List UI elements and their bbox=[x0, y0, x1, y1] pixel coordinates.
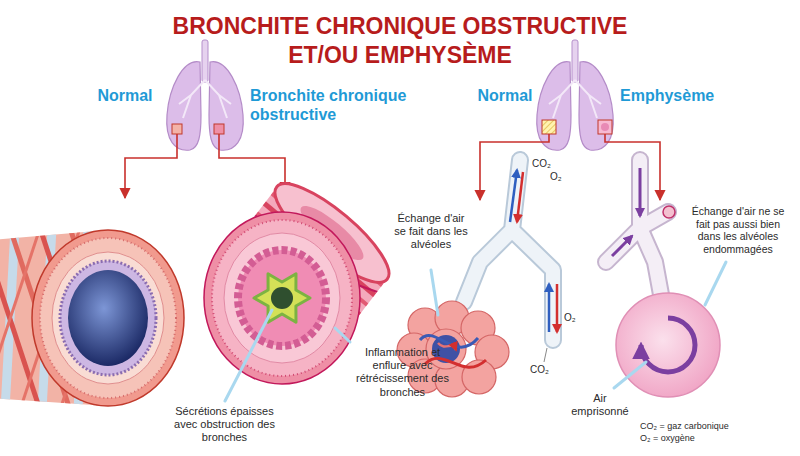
panel-heading: Normal bbox=[465, 86, 545, 105]
normal-alveoli-part bbox=[438, 343, 456, 350]
zoom-square-part bbox=[601, 123, 609, 131]
normal-alveoli-part bbox=[544, 348, 547, 362]
callout-note: Sécrétions épaisses avec obstruction des… bbox=[172, 405, 277, 445]
panel-heading: Normal bbox=[85, 86, 165, 105]
zoom-square-part bbox=[542, 120, 556, 134]
lungs-figure-part bbox=[167, 62, 201, 151]
normal-alveoli-part bbox=[510, 170, 517, 222]
emphysema-sac-part bbox=[606, 160, 668, 300]
panel-heading-slot: Normal bbox=[465, 86, 545, 105]
panel-heading-slot: Emphysème bbox=[620, 86, 740, 105]
emphysema-sac bbox=[606, 160, 720, 397]
emphysema-sac-part bbox=[663, 206, 675, 218]
normal-bronchus-part bbox=[32, 230, 184, 406]
gas-label-slot: CO₂ bbox=[530, 364, 560, 376]
obstructed-bronchus-part bbox=[238, 250, 326, 346]
zoom-square-part bbox=[172, 124, 182, 134]
gas-label: CO₂ bbox=[530, 364, 560, 376]
legend-note-slot: CO₂ = gaz carbonique bbox=[640, 421, 790, 432]
callout-note-slot: Échange d'air ne se fait pas aussi bien … bbox=[684, 205, 792, 255]
panel-heading-slot: Bronchite chronique obstructive bbox=[250, 86, 425, 124]
normal-alveoli-part bbox=[556, 284, 559, 332]
obstructed-bronchus-part bbox=[271, 287, 293, 309]
lungs-figure-part bbox=[572, 40, 578, 82]
title-block: BRONCHITE CHRONIQUE OBSTRUCTIVE ET/OU EM… bbox=[150, 12, 650, 71]
callout-leader-part bbox=[614, 362, 646, 388]
panel-heading: Emphysème bbox=[620, 86, 740, 105]
emphysema-sac-part bbox=[639, 168, 642, 216]
gas-label: O₂ bbox=[564, 312, 590, 324]
normal-bronchus-part bbox=[68, 270, 148, 366]
lungs-figure-part bbox=[202, 40, 208, 82]
zoom-leader-part bbox=[125, 134, 177, 198]
lungs-figure-part bbox=[209, 62, 243, 151]
lungs-figure-part bbox=[549, 80, 601, 118]
normal-bronchus-part bbox=[52, 252, 164, 384]
obstructed-bronchus-part bbox=[224, 233, 340, 363]
diagram-title: BRONCHITE CHRONIQUE OBSTRUCTIVE ET/OU EM… bbox=[150, 12, 650, 71]
legend-note: CO₂ = gaz carbonique bbox=[640, 421, 790, 432]
callout-note: Air emprisonné bbox=[566, 392, 634, 418]
obstructed-bronchus-part bbox=[204, 212, 360, 384]
callout-note: Échange d'air ne se fait pas aussi bien … bbox=[684, 205, 792, 255]
callout-note-slot: Échange d'air se fait dans les alvéoles bbox=[392, 212, 470, 252]
normal-bronchus-part bbox=[40, 238, 176, 398]
obstructed-bronchus-part bbox=[212, 220, 352, 376]
callout-leader bbox=[225, 262, 726, 401]
emphysema-sac-part bbox=[612, 236, 632, 256]
emphysema-sac-part bbox=[641, 318, 695, 372]
callout-leader-part bbox=[335, 328, 350, 342]
zoom-leader bbox=[125, 134, 285, 198]
lungs-figure-part bbox=[179, 80, 231, 118]
normal-alveoli-part bbox=[517, 172, 523, 222]
gas-label-slot: CO₂ bbox=[532, 158, 562, 170]
lungs-figure-part bbox=[537, 62, 571, 151]
emphysema-sac-part bbox=[606, 160, 668, 300]
callout-note: Échange d'air se fait dans les alvéoles bbox=[392, 212, 470, 252]
callout-note-slot: Air emprisonné bbox=[566, 392, 634, 418]
lungs-figure bbox=[167, 40, 244, 150]
normal-bronchus-part bbox=[60, 261, 156, 375]
zoom-square-part bbox=[214, 124, 224, 134]
normal-bronchus bbox=[0, 228, 184, 410]
callout-leader-part bbox=[431, 270, 438, 315]
emphysema-sac-part bbox=[616, 293, 720, 397]
callout-leader-part bbox=[705, 262, 726, 305]
normal-alveoli-part bbox=[425, 358, 486, 367]
normal-alveoli-part bbox=[548, 284, 551, 332]
callout-note-slot: Sécrétions épaisses avec obstruction des… bbox=[172, 405, 277, 445]
callout-note: Inflammation et enflure avec rétrécissem… bbox=[355, 346, 450, 399]
lungs-figure bbox=[537, 40, 614, 150]
zoom-leader-part bbox=[219, 134, 285, 192]
obstructed-bronchus-part bbox=[254, 274, 310, 322]
panel-heading: Bronchite chronique obstructive bbox=[250, 86, 425, 124]
legend-note-slot: O₂ = oxygène bbox=[640, 433, 790, 444]
zoom-square bbox=[172, 124, 224, 134]
legend-note: O₂ = oxygène bbox=[640, 433, 790, 444]
gas-label: CO₂ bbox=[532, 158, 562, 170]
zoom-square-part bbox=[598, 120, 612, 134]
lungs-figure-part bbox=[579, 62, 613, 151]
gas-label-slot: O₂ bbox=[550, 171, 576, 183]
gas-label-slot: O₂ bbox=[564, 312, 590, 324]
zoom-square bbox=[542, 120, 612, 134]
callout-note-slot: Inflammation et enflure avec rétrécissem… bbox=[355, 346, 450, 399]
callout-leader-part bbox=[225, 310, 272, 401]
gas-label: O₂ bbox=[550, 171, 576, 183]
panel-heading-slot: Normal bbox=[85, 86, 165, 105]
